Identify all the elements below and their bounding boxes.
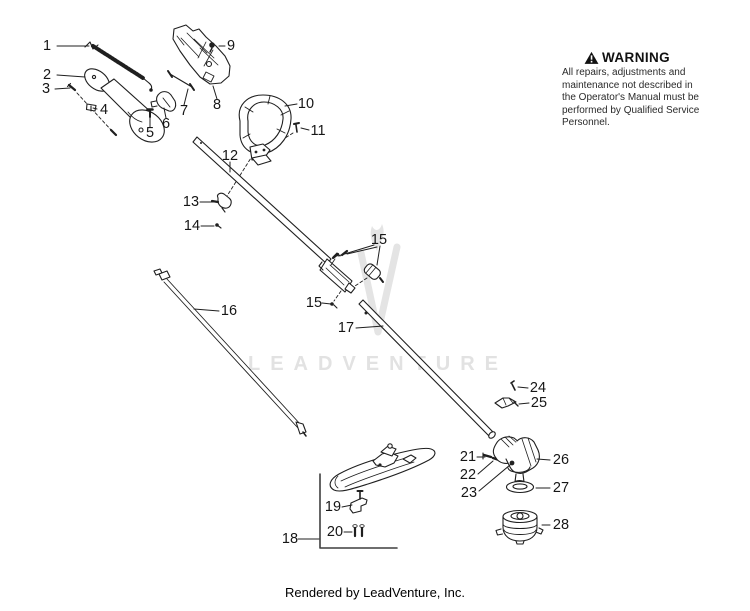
- part-callout-25: 25: [530, 394, 548, 411]
- part-callout-5: 5: [145, 124, 155, 141]
- leadventure-watermark: LEADVENTURE: [248, 353, 509, 375]
- part-callout-23: 23: [460, 484, 478, 501]
- part-callout-11: 11: [310, 122, 326, 139]
- warning-triangle-icon: [584, 51, 599, 64]
- part-callout-18: 18: [281, 530, 299, 547]
- part-callout-1: 1: [42, 37, 52, 54]
- part-callout-8: 8: [212, 96, 222, 113]
- part-callout-17: 17: [337, 319, 355, 336]
- part-callout-12: 12: [221, 147, 239, 164]
- watermark-logo-icon: [357, 243, 401, 336]
- part-callout-22: 22: [459, 466, 477, 483]
- part-callout-15: 15: [305, 294, 323, 311]
- part-callout-16: 16: [220, 302, 238, 319]
- part-callout-9: 9: [226, 37, 236, 54]
- part-callout-14: 14: [183, 217, 201, 234]
- part-callout-13: 13: [182, 193, 200, 210]
- part-callout-19: 19: [324, 498, 342, 515]
- warning-line: the Operator's Manual must be: [562, 92, 699, 103]
- warning-title-text: WARNING: [602, 50, 671, 65]
- warning-line: All repairs, adjustments and: [562, 67, 686, 78]
- part-callout-7: 7: [179, 102, 189, 119]
- part-callout-4: 4: [99, 101, 109, 118]
- part-callout-15: 15: [370, 231, 388, 248]
- part-callout-10: 10: [297, 95, 315, 112]
- part-callout-24: 24: [529, 379, 547, 396]
- part-callout-21: 21: [459, 448, 477, 465]
- warning-line: performed by Qualified Service: [562, 104, 700, 116]
- part-callout-26: 26: [552, 451, 570, 468]
- part-callout-6: 6: [161, 115, 171, 132]
- warning-body: All repairs, adjustments and maintenance…: [562, 67, 714, 130]
- warning-line: Personnel.: [562, 117, 610, 128]
- part-callout-3: 3: [41, 80, 51, 97]
- part-callout-2: 2: [42, 66, 52, 83]
- warning-box: WARNING All repairs, adjustments and mai…: [562, 50, 714, 130]
- part-callout-27: 27: [552, 479, 570, 496]
- warning-line: maintenance not described in: [562, 79, 693, 91]
- footer-credit: Rendered by LeadVenture, Inc.: [285, 585, 465, 600]
- part-callout-20: 20: [326, 523, 344, 540]
- part-callout-28: 28: [552, 516, 570, 533]
- warning-title: WARNING: [562, 50, 714, 65]
